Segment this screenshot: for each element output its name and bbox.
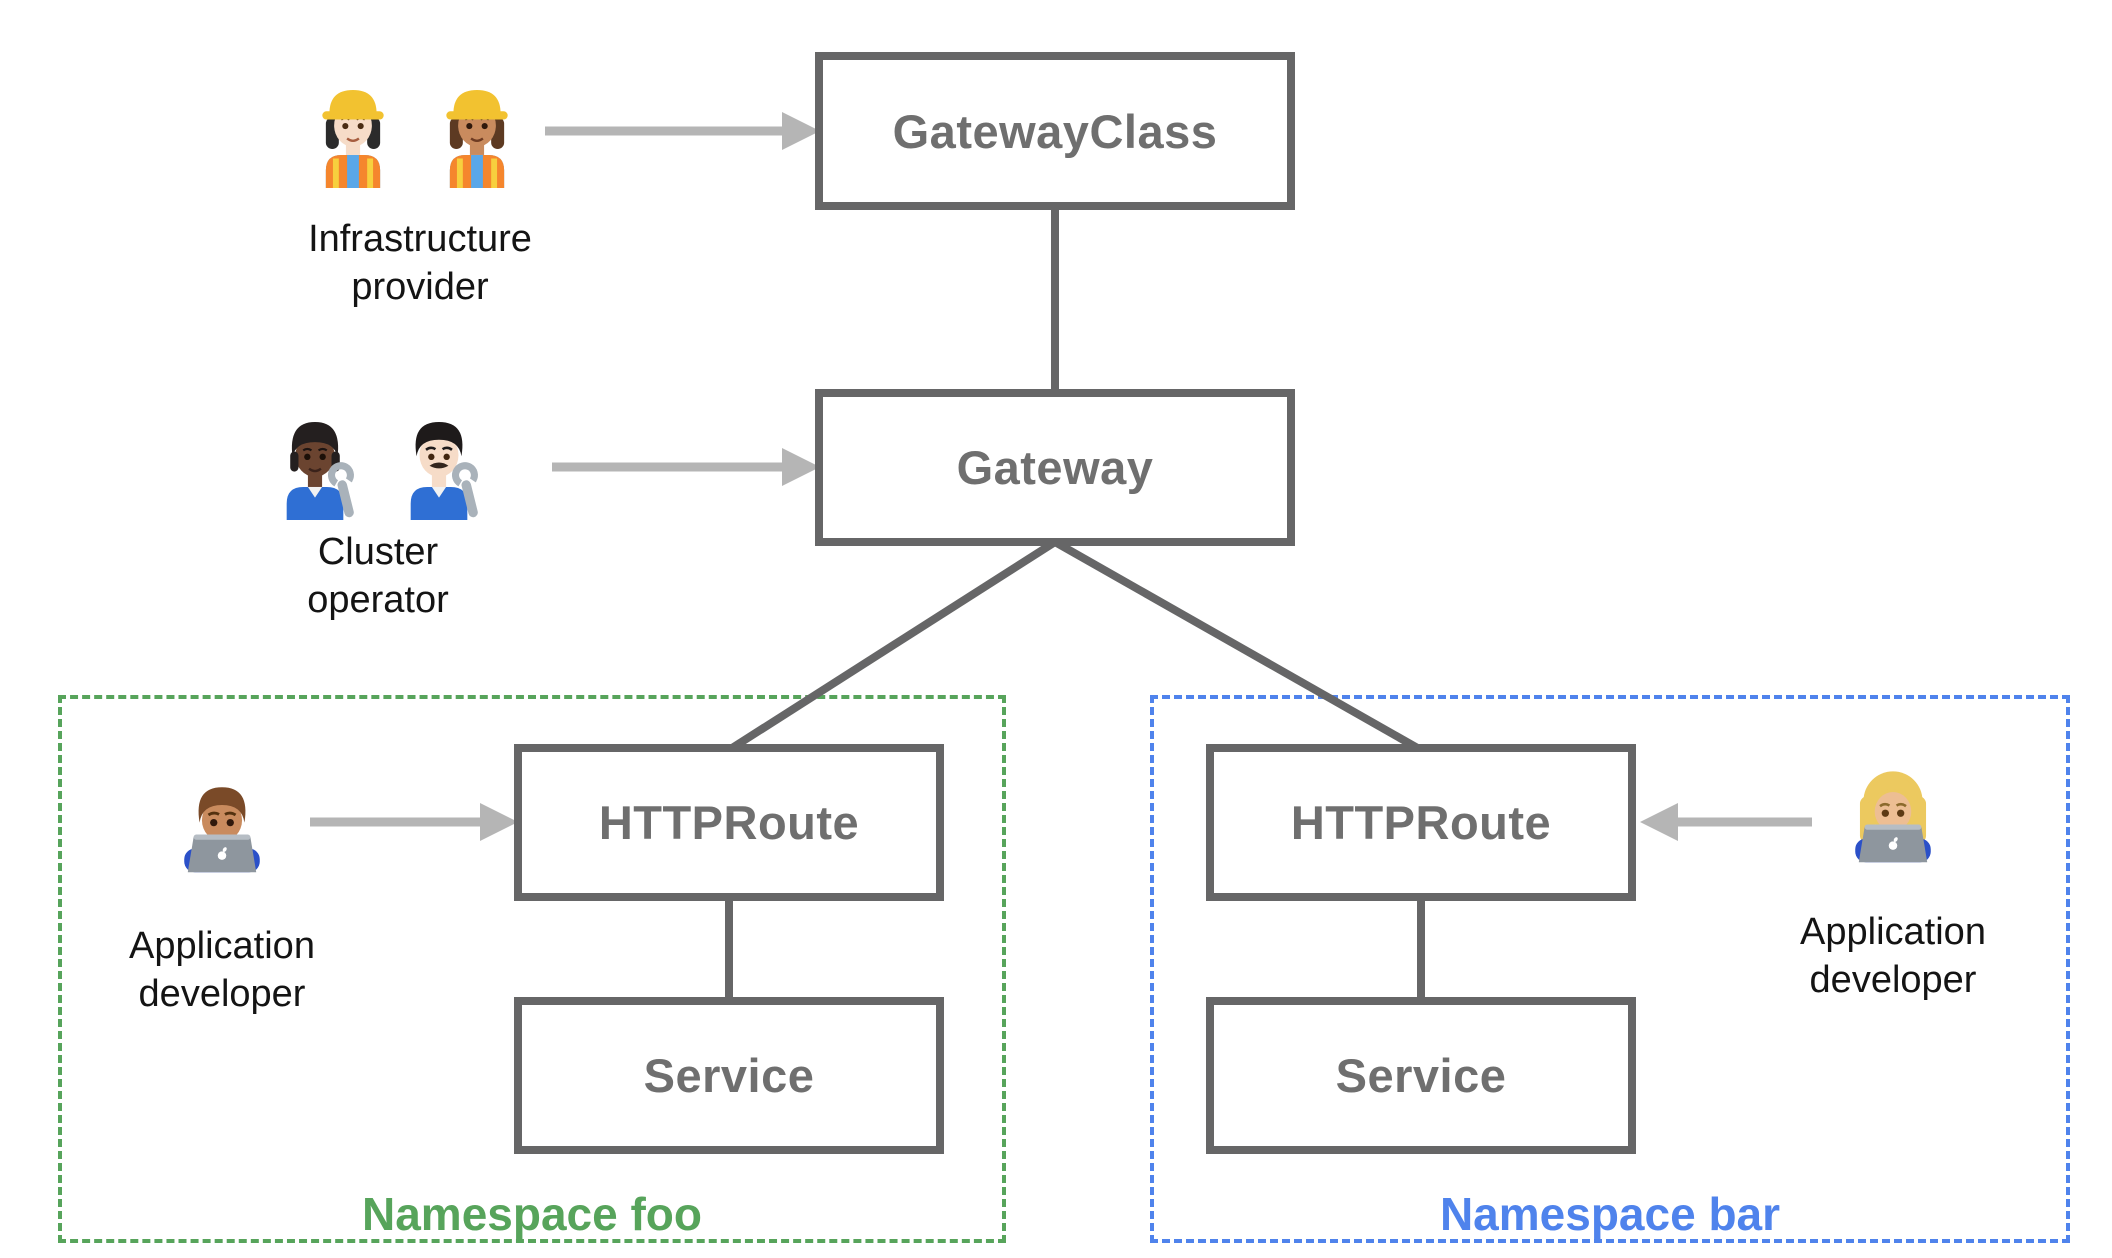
app-developer-foo-persona	[163, 766, 281, 884]
man-technologist-medium-skin-icon	[184, 787, 260, 873]
gateway-box: Gateway	[815, 389, 1295, 546]
arrow-app-developer-to-httproute-foo	[310, 803, 518, 841]
infrastructure-provider-label-line1: Infrastructure	[308, 218, 532, 260]
httproute-bar-box: HTTPRoute	[1206, 744, 1636, 901]
arrow-app-developer-to-httproute-bar	[1640, 803, 1812, 841]
person-mechanic-dark-skin-icon	[286, 422, 354, 520]
app-developer-bar-label-line1: Application	[1800, 911, 1986, 953]
app-developer-bar-persona	[1834, 756, 1952, 874]
woman-construction-worker-medium-skin-icon	[446, 90, 508, 188]
app-developer-bar-label: Application developer	[1713, 908, 2073, 1004]
infrastructure-provider-label-line2: provider	[351, 266, 489, 308]
app-developer-foo-label: Application developer	[42, 922, 402, 1018]
cluster-operator-personas	[256, 402, 498, 520]
app-developer-bar-label-line2: developer	[1809, 959, 1977, 1001]
infrastructure-provider-label: Infrastructure provider	[240, 215, 600, 311]
man-mechanic-light-skin-icon	[410, 422, 478, 520]
gatewayclass-box: GatewayClass	[815, 52, 1295, 210]
app-developer-foo-label-line1: Application	[129, 925, 315, 967]
service-bar-box: Service	[1206, 997, 1636, 1154]
namespace-foo-region	[58, 695, 1006, 1243]
wrench-icon	[327, 462, 354, 518]
namespace-bar-region	[1150, 695, 2070, 1243]
service-foo-box: Service	[514, 997, 944, 1154]
connector-gateway-httproute-bar	[1053, 538, 1423, 754]
app-developer-foo-label-line2: developer	[138, 973, 306, 1015]
arrow-infrastructure-provider-to-gatewayclass	[545, 112, 820, 150]
woman-technologist-light-skin-icon	[1855, 771, 1931, 863]
cluster-operator-label-line2: operator	[307, 579, 449, 621]
namespace-foo-label: Namespace foo	[361, 1188, 702, 1240]
arrow-cluster-operator-to-gateway	[552, 448, 820, 486]
woman-construction-worker-light-skin-icon	[322, 90, 384, 188]
infrastructure-provider-personas	[294, 70, 536, 188]
connector-gateway-httproute-foo	[726, 538, 1058, 754]
cluster-operator-label: Cluster operator	[198, 528, 558, 624]
wrench-icon	[451, 462, 478, 518]
httproute-foo-box: HTTPRoute	[514, 744, 944, 901]
namespace-bar-label: Namespace bar	[1439, 1188, 1781, 1240]
cluster-operator-label-line1: Cluster	[317, 531, 439, 573]
